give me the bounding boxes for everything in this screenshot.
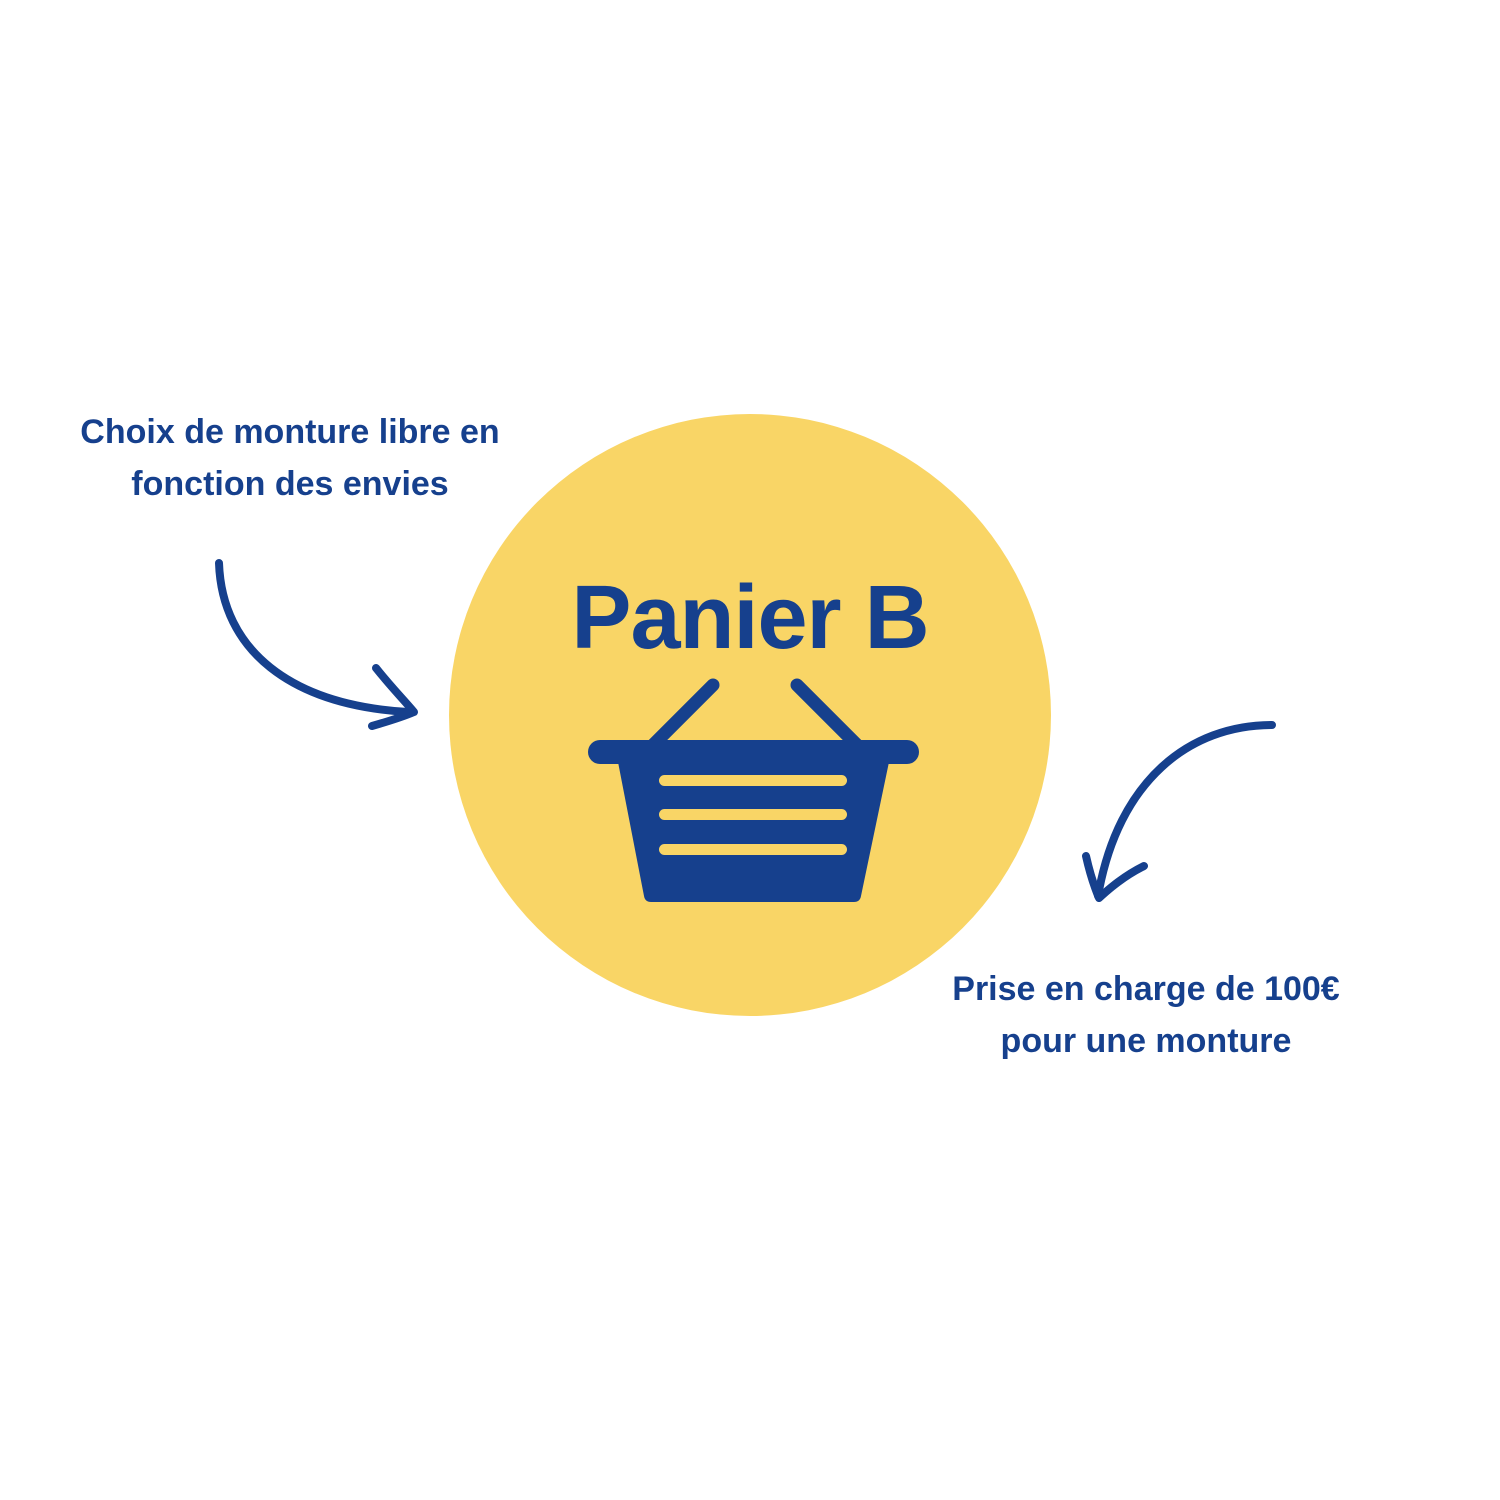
note-left-line2: fonction des envies (131, 465, 449, 503)
shopping-basket-icon (588, 678, 919, 902)
note-right: Prise en charge de 100€ pour une monture (896, 963, 1396, 1067)
note-right-line1: Prise en charge de 100€ (952, 970, 1340, 1008)
panier-title: Panier B (571, 568, 929, 668)
note-left: Choix de monture libre en fonction des e… (40, 406, 540, 510)
note-left-line1: Choix de monture libre en (80, 413, 500, 451)
note-right-line2: pour une monture (1000, 1022, 1292, 1060)
yellow-circle (449, 414, 1051, 1016)
